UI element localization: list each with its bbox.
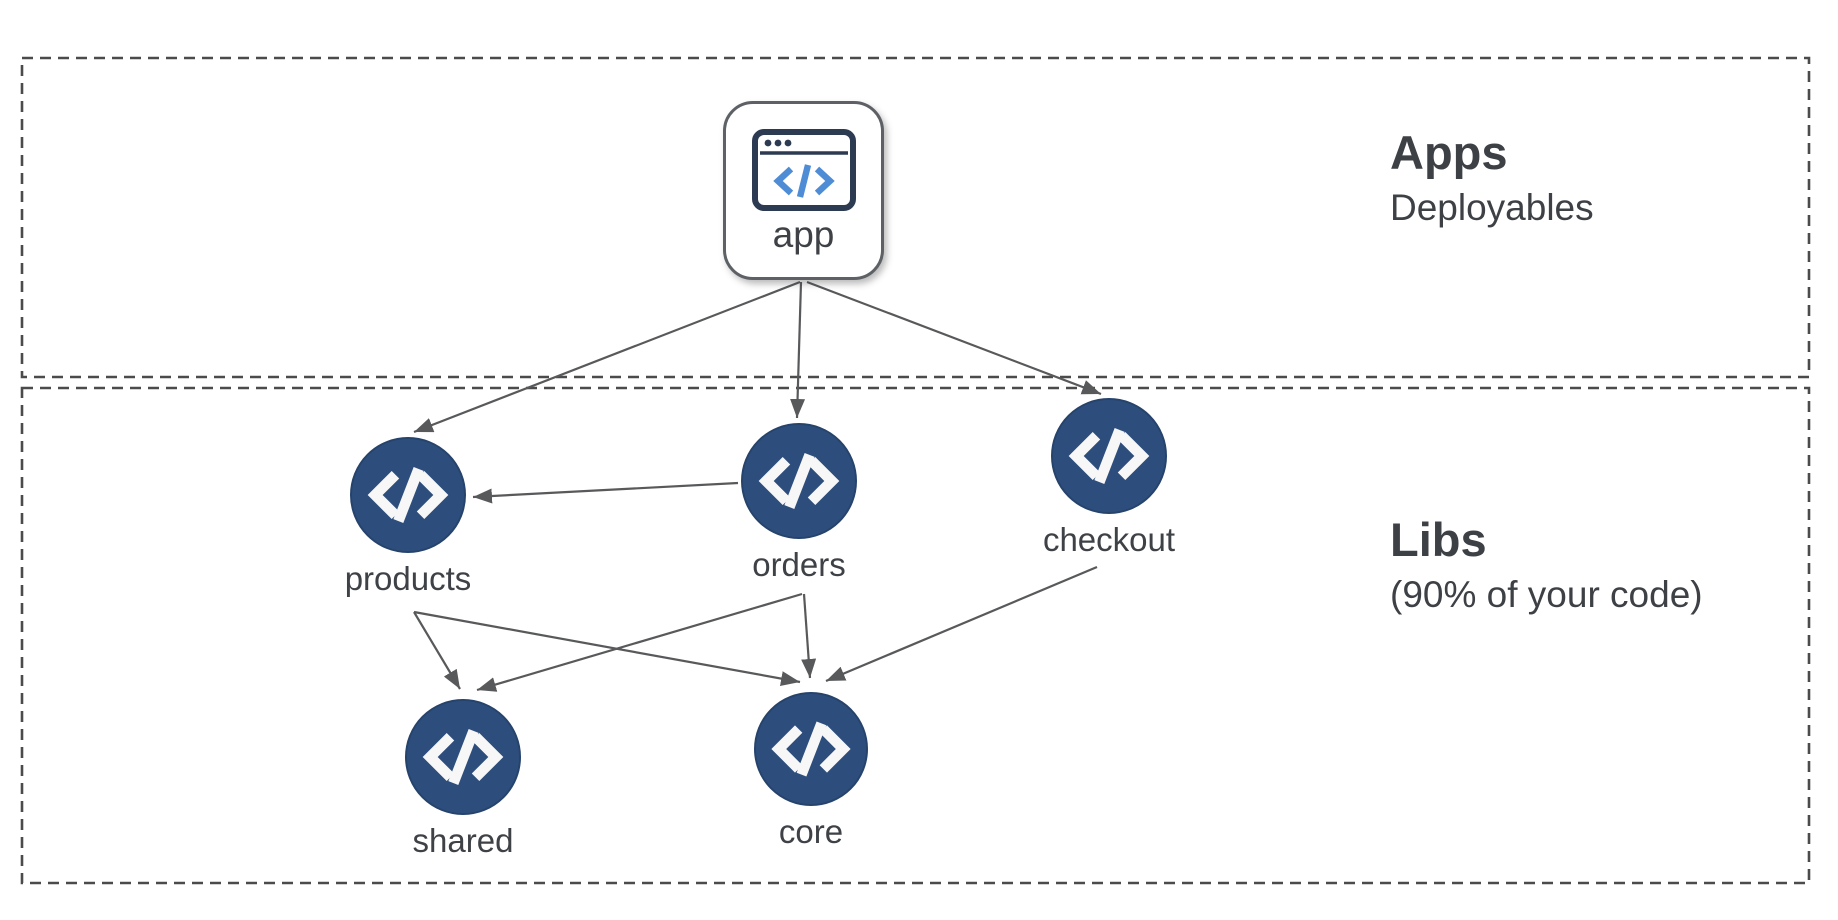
code-icon — [1068, 428, 1150, 484]
edge-products-to-core — [413, 610, 801, 686]
region-apps-border — [20, 56, 1811, 379]
edge-products-to-shared — [413, 611, 461, 690]
node-core: core — [711, 692, 911, 851]
region-libs-border — [20, 386, 1811, 885]
edge-app-to-orders — [790, 281, 806, 419]
node-core-label: core — [778, 813, 844, 850]
region-heading-libs: Libs (90% of your code) — [1390, 513, 1703, 616]
edge-checkout-to-core — [825, 565, 1098, 683]
node-core-circle — [754, 692, 868, 806]
node-products: products — [308, 437, 508, 598]
node-shared: shared — [363, 699, 563, 860]
edge-orders-to-shared — [476, 592, 803, 692]
libs-heading: Libs — [1390, 513, 1487, 566]
edge-app-to-products — [413, 280, 801, 434]
node-checkout-label: checkout — [1042, 521, 1176, 558]
node-app-label: app — [772, 214, 835, 255]
code-icon — [422, 729, 504, 785]
node-checkout-circle — [1051, 398, 1167, 514]
node-products-label: products — [344, 560, 472, 597]
apps-subheading: Deployables — [1390, 186, 1594, 228]
node-app: app — [723, 101, 884, 280]
region-heading-apps: Apps Deployables — [1390, 126, 1594, 229]
apps-heading: Apps — [1390, 126, 1508, 179]
edge-app-to-checkout — [806, 280, 1102, 396]
code-icon — [771, 721, 851, 777]
code-icon — [367, 467, 449, 523]
node-shared-circle — [405, 699, 521, 815]
node-orders-circle — [741, 423, 857, 539]
edge-orders-to-products — [472, 481, 739, 504]
node-checkout: checkout — [1009, 398, 1209, 559]
code-icon — [758, 453, 840, 509]
libs-subheading: (90% of your code) — [1390, 573, 1703, 615]
node-products-circle — [350, 437, 466, 553]
node-orders-label: orders — [752, 546, 846, 583]
browser-code-icon — [751, 129, 856, 211]
node-shared-label: shared — [412, 822, 514, 859]
edge-orders-to-core — [801, 593, 817, 679]
node-orders: orders — [699, 423, 899, 584]
